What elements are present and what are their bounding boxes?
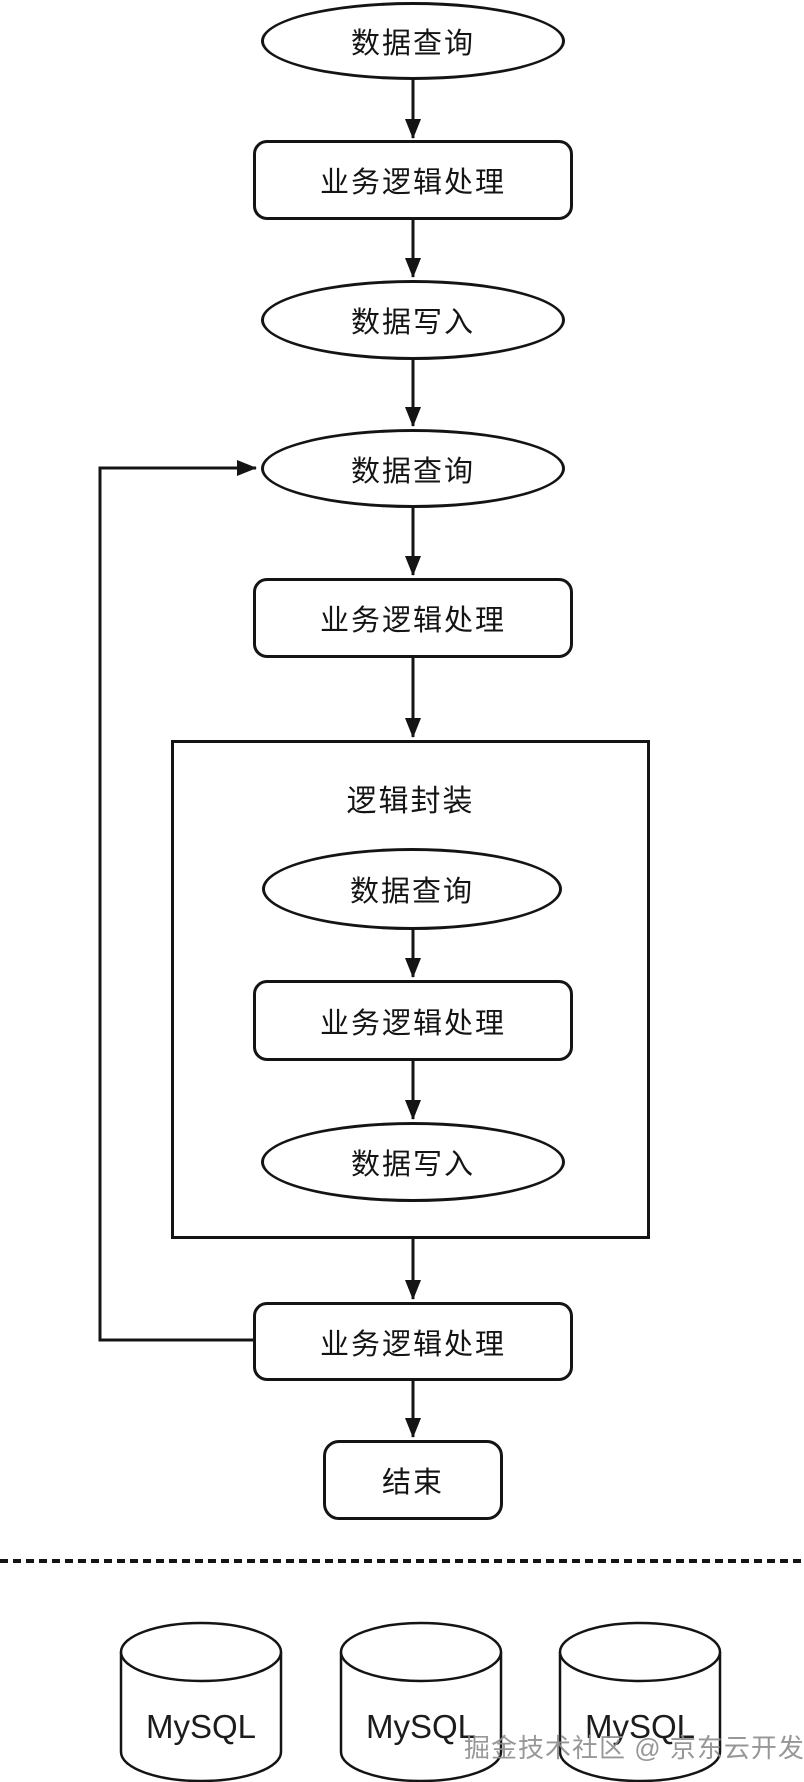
db-label: MySQL	[145, 1708, 257, 1745]
mysql-cylinder-icon	[339, 1621, 503, 1782]
node-group-data-query: 数据查询	[262, 848, 562, 930]
group-label: 逻辑封装	[346, 785, 475, 818]
db-label: MySQL	[584, 1708, 696, 1745]
mysql-cylinder-icon	[558, 1621, 722, 1782]
watermark: 掘金技术社区 @ 京东云开发者	[464, 1733, 804, 1763]
node-group-business-logic: 业务逻辑处理	[253, 980, 573, 1061]
node-data-query-1: 数据查询	[261, 2, 565, 80]
node-business-logic-1: 业务逻辑处理	[253, 140, 573, 220]
group-logic-encapsulation: 逻辑封装	[171, 740, 650, 1239]
db-label: MySQL	[365, 1708, 477, 1745]
node-business-logic-2: 业务逻辑处理	[253, 578, 573, 658]
node-end: 结束	[323, 1440, 503, 1520]
node-business-logic-3: 业务逻辑处理	[253, 1302, 573, 1381]
loopback-arrow	[98, 460, 257, 1342]
node-group-data-write: 数据写入	[261, 1122, 565, 1202]
mysql-cylinder-icon	[119, 1621, 283, 1782]
node-data-write-1: 数据写入	[261, 280, 565, 360]
node-data-query-2: 数据查询	[261, 429, 565, 508]
